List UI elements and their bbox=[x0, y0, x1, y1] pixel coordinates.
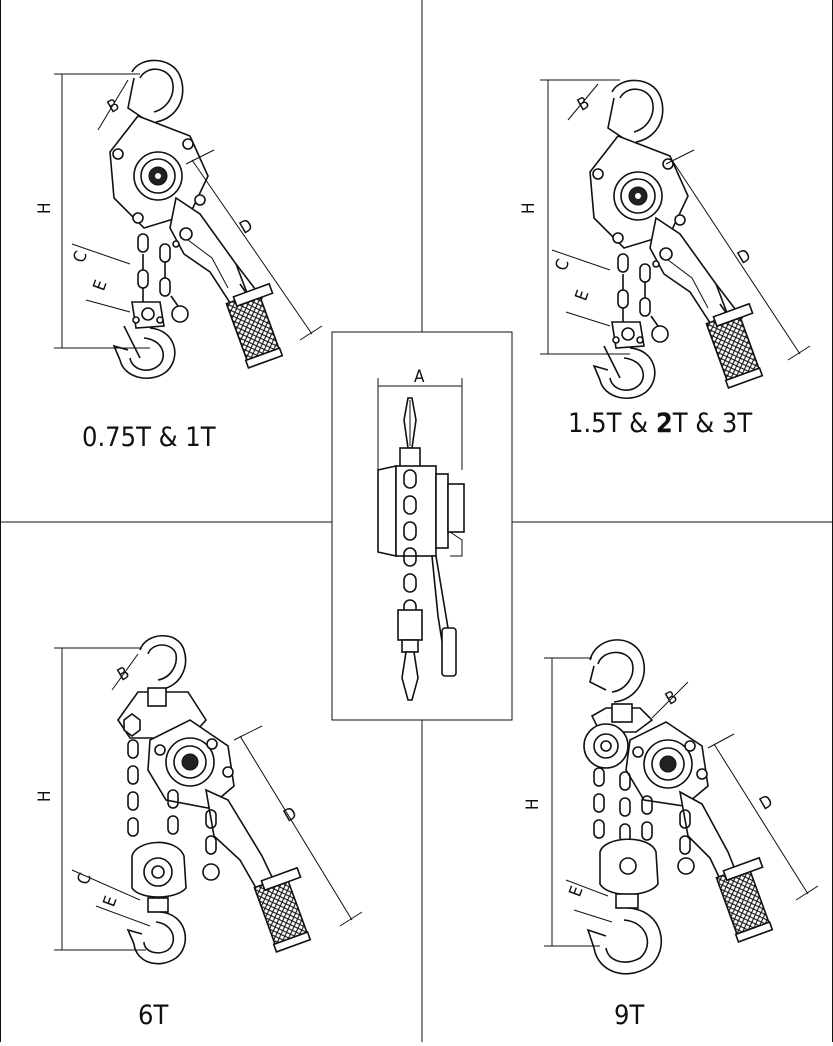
dim-label-h: H bbox=[35, 790, 55, 802]
panel-0.75t-1t: H B C E D 0.75T & 1T bbox=[35, 59, 323, 453]
hoist-drawing-1.5t-2t-3t bbox=[589, 79, 764, 400]
hoist-drawing-0.75t-1t bbox=[109, 59, 284, 380]
dim-label-e: E bbox=[565, 883, 587, 899]
caption-0.75t-1t: 0.75T & 1T bbox=[82, 422, 216, 453]
dimension-c-e: C E bbox=[551, 249, 611, 327]
dim-label-d: D bbox=[734, 245, 754, 268]
dim-label-d: D bbox=[756, 791, 776, 814]
panel-1.5t-2t-3t: H B C E D 1.5T & 2T & 3T bbox=[519, 79, 811, 439]
dimension-h: H bbox=[523, 657, 600, 947]
panel-9t: H B E D 9T bbox=[523, 639, 819, 1031]
dimension-b: B bbox=[567, 83, 599, 121]
dimension-b: B bbox=[111, 653, 139, 691]
caption-6t: 6T bbox=[138, 1000, 168, 1031]
dimension-b: B bbox=[97, 79, 129, 131]
hoist-drawing-9t bbox=[583, 639, 774, 975]
dim-label-c: C bbox=[551, 257, 573, 274]
dim-label-b: B bbox=[104, 95, 123, 118]
dim-label-a: A bbox=[414, 367, 425, 387]
dim-label-d: D bbox=[236, 215, 256, 238]
hoist-side-drawing bbox=[377, 397, 465, 701]
dim-label-c: C bbox=[69, 249, 91, 266]
dim-label-e: E bbox=[89, 277, 111, 293]
panel-side-view: A bbox=[377, 367, 465, 701]
dim-label-h: H bbox=[35, 202, 55, 214]
panel-6t: H B C E D 6T bbox=[35, 635, 363, 1031]
dimension-c-e: C E bbox=[69, 243, 131, 313]
dim-label-b: B bbox=[574, 93, 593, 116]
dim-label-d: D bbox=[280, 803, 300, 826]
dim-label-h: H bbox=[523, 798, 543, 810]
dim-label-b: B bbox=[114, 663, 133, 686]
dim-label-b: B bbox=[662, 687, 681, 710]
dimension-h: H bbox=[519, 79, 630, 355]
dim-label-h: H bbox=[519, 202, 539, 214]
hoist-drawing-6t bbox=[117, 635, 312, 965]
dim-label-e: E bbox=[571, 287, 593, 303]
dimension-a: A bbox=[377, 367, 463, 470]
caption-1.5t-2t-3t: 1.5T & 2T & 3T bbox=[568, 408, 752, 439]
dimension-b: B bbox=[651, 681, 689, 719]
dim-label-c: C bbox=[73, 871, 95, 888]
caption-9t: 9T bbox=[614, 1000, 644, 1031]
dimension-h: H bbox=[35, 647, 146, 951]
dimension-h: H bbox=[35, 73, 150, 349]
dim-label-e: E bbox=[99, 893, 121, 909]
dimension-d: D bbox=[233, 725, 363, 927]
